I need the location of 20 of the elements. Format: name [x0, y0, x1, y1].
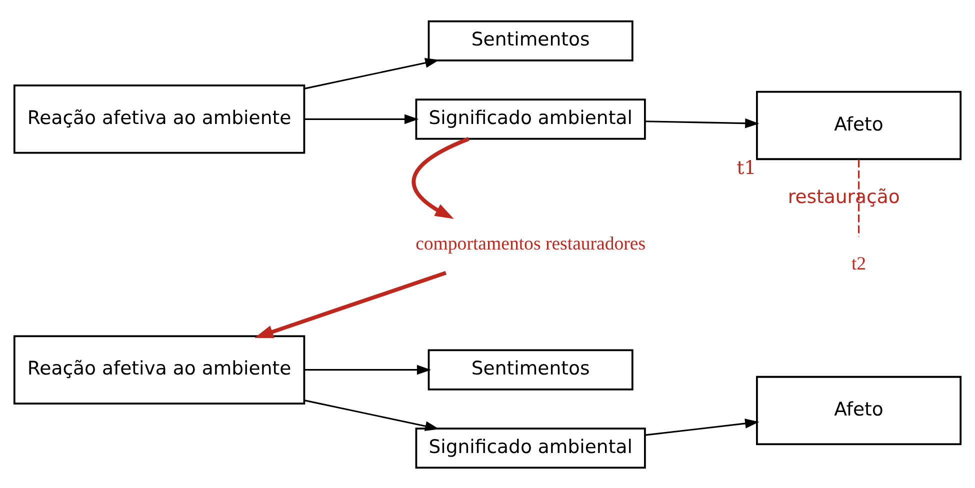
arrow	[254, 270, 447, 338]
arrow	[645, 418, 760, 436]
node-box: Significado ambiental	[415, 98, 646, 140]
node-text: t2	[851, 253, 866, 274]
arrow	[304, 114, 419, 124]
node-box: Afeto	[756, 90, 962, 160]
node-label: t1	[736, 158, 756, 179]
node-box: Afeto	[756, 375, 962, 445]
node-box: Reação afetiva ao ambiente	[13, 334, 306, 404]
arrow	[304, 399, 440, 430]
node-box: Significado ambiental	[415, 427, 646, 468]
edge-label: restauração	[788, 186, 900, 208]
arrow	[645, 118, 760, 128]
arrow	[304, 58, 440, 89]
node-text: comportamentos restauradores	[416, 232, 646, 254]
node-box: Sentimentos	[428, 20, 634, 61]
node-box: Sentimentos	[428, 348, 634, 390]
arrow	[412, 136, 470, 218]
arrow	[304, 364, 432, 374]
node-box: Reação afetiva ao ambiente	[13, 84, 306, 154]
